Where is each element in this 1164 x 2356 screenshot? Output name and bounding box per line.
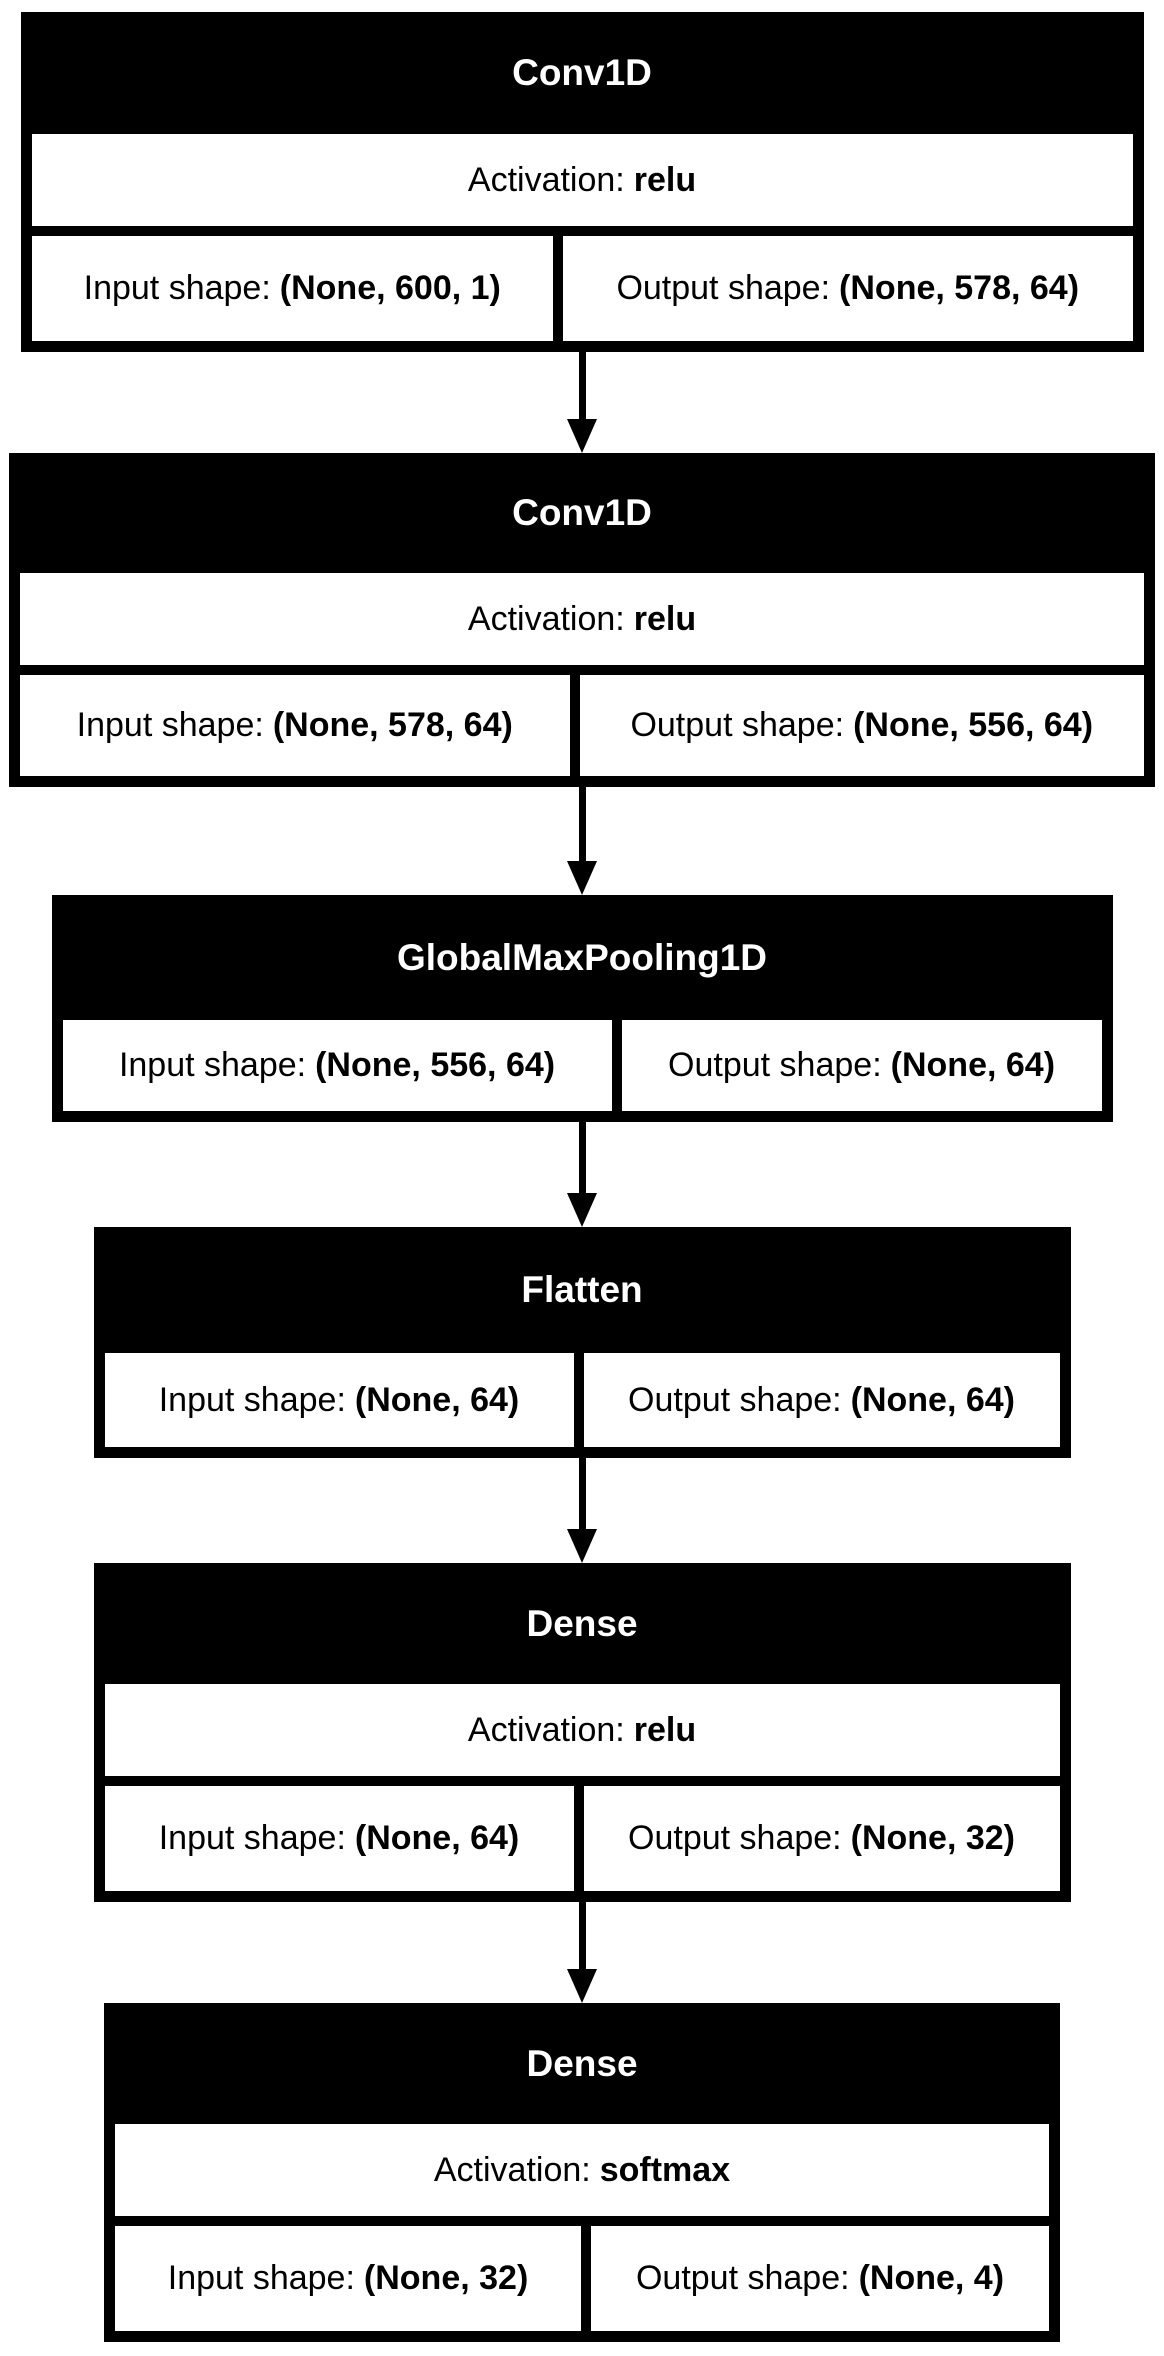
input-shape-value: (None, 578, 64) (272, 706, 513, 745)
output-shape-cell: Output shape: (None, 578, 64) (562, 236, 1133, 341)
cell-divider (573, 1786, 584, 1891)
output-shape-cell: Output shape: (None, 556, 64) (579, 675, 1144, 776)
layer-name: Dense (526, 2042, 638, 2084)
activation-label: Activation: (467, 1710, 625, 1749)
output-shape-value: (None, 64) (890, 1046, 1056, 1085)
output-shape-label: Output shape: (635, 2259, 850, 2298)
cell-divider (581, 2226, 592, 2331)
flow-arrow-2 (567, 787, 597, 895)
input-shape-label: Input shape: (158, 1380, 346, 1419)
shape-row: Input shape: (None, 578, 64) Output shap… (20, 675, 1144, 776)
activation-cell: Activation: relu (20, 573, 1144, 665)
activation-value: relu (633, 599, 697, 638)
row-divider (115, 2216, 1049, 2226)
arrow-shaft (578, 1122, 586, 1193)
output-shape-label: Output shape: (628, 1380, 842, 1419)
row-divider (31, 226, 1133, 236)
input-shape-label: Input shape: (83, 269, 271, 308)
input-shape-label: Input shape: (76, 706, 264, 745)
activation-cell: Activation: relu (31, 134, 1133, 226)
row-divider (20, 665, 1144, 675)
activation-value: relu (633, 160, 697, 199)
input-shape-cell: Input shape: (None, 578, 64) (20, 675, 570, 776)
arrowhead-icon (567, 419, 597, 453)
layer-node-conv1d-2: Conv1D Activation: relu Input shape: (No… (9, 453, 1155, 787)
output-shape-cell: Output shape: (None, 4) (591, 2226, 1049, 2331)
cell-divider (569, 675, 580, 776)
layer-node-conv1d-1: Conv1D Activation: relu Input shape: (No… (20, 12, 1144, 352)
input-shape-label: Input shape: (167, 2259, 355, 2298)
flow-arrow-4 (567, 1458, 597, 1563)
input-shape-value: (None, 64) (354, 1380, 520, 1419)
layer-node-flatten: Flatten Input shape: (None, 64) Output s… (93, 1227, 1071, 1458)
shape-row: Input shape: (None, 64) Output shape: (N… (104, 1786, 1060, 1891)
output-shape-value: (None, 578, 64) (839, 269, 1080, 308)
output-shape-cell: Output shape: (None, 32) (583, 1786, 1060, 1891)
arrow-shaft (578, 787, 586, 861)
input-shape-cell: Input shape: (None, 32) (115, 2226, 582, 2331)
shape-row: Input shape: (None, 64) Output shape: (N… (104, 1353, 1060, 1447)
layer-name: Conv1D (512, 492, 652, 533)
shape-row: Input shape: (None, 32) Output shape: (N… (115, 2226, 1049, 2331)
input-shape-label: Input shape: (118, 1046, 307, 1085)
activation-cell: Activation: softmax (115, 2124, 1049, 2216)
output-shape-value: (None, 556, 64) (853, 706, 1094, 745)
layer-node-globalmaxpooling1d: GlobalMaxPooling1D Input shape: (None, 5… (51, 895, 1113, 1122)
layer-name: Flatten (521, 1269, 643, 1310)
arrow-shaft (578, 1458, 586, 1529)
arrowhead-icon (567, 1969, 597, 2003)
output-shape-value: (None, 64) (850, 1380, 1015, 1419)
flow-arrow-3 (567, 1122, 597, 1227)
arrowhead-icon (567, 1193, 597, 1227)
input-shape-value: (None, 556, 64) (315, 1046, 556, 1085)
input-shape-value: (None, 600, 1) (279, 269, 501, 308)
output-shape-value: (None, 32) (850, 1819, 1015, 1858)
input-shape-cell: Input shape: (None, 600, 1) (31, 236, 553, 341)
activation-value: relu (633, 1710, 697, 1749)
activation-cell: Activation: relu (104, 1684, 1060, 1776)
arrow-shaft (578, 1902, 586, 1969)
activation-label: Activation: (467, 599, 625, 638)
cell-divider (611, 1020, 622, 1111)
activation-value: softmax (599, 2150, 731, 2189)
layer-node-dense-2: Dense Activation: softmax Input shape: (… (104, 2003, 1060, 2342)
layer-name: Conv1D (512, 52, 652, 93)
output-shape-label: Output shape: (628, 1819, 842, 1858)
layer-name: GlobalMaxPooling1D (396, 936, 768, 978)
output-shape-label: Output shape: (668, 1046, 882, 1085)
activation-label: Activation: (433, 2150, 591, 2189)
layer-name: Dense (526, 1602, 638, 1644)
arrow-shaft (578, 352, 586, 419)
shape-row: Input shape: (None, 556, 64) Output shap… (62, 1020, 1102, 1111)
input-shape-label: Input shape: (158, 1819, 346, 1858)
activation-label: Activation: (467, 160, 625, 199)
output-shape-label: Output shape: (616, 269, 831, 308)
output-shape-cell: Output shape: (None, 64) (583, 1353, 1060, 1447)
layer-node-dense-1: Dense Activation: relu Input shape: (Non… (93, 1563, 1071, 1902)
input-shape-cell: Input shape: (None, 556, 64) (62, 1020, 612, 1111)
cell-divider (552, 236, 563, 341)
input-shape-cell: Input shape: (None, 64) (104, 1786, 574, 1891)
arrowhead-icon (567, 1529, 597, 1563)
input-shape-value: (None, 64) (354, 1819, 520, 1858)
cell-divider (573, 1353, 584, 1447)
flow-arrow-5 (567, 1902, 597, 2003)
output-shape-value: (None, 4) (858, 2259, 1005, 2298)
input-shape-cell: Input shape: (None, 64) (104, 1353, 574, 1447)
input-shape-value: (None, 32) (363, 2259, 529, 2298)
output-shape-label: Output shape: (630, 706, 845, 745)
arrowhead-icon (567, 861, 597, 895)
flow-arrow-1 (567, 352, 597, 453)
row-divider (104, 1776, 1060, 1786)
output-shape-cell: Output shape: (None, 64) (621, 1020, 1102, 1111)
shape-row: Input shape: (None, 600, 1) Output shape… (31, 236, 1133, 341)
